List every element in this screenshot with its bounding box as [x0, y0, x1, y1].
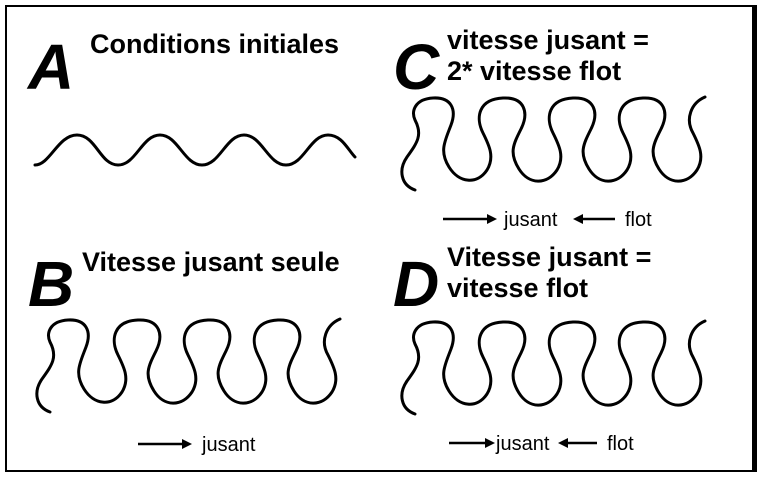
panel-b: B Vitesse jusant seule jusant — [20, 237, 390, 467]
panel-b-title: Vitesse jusant seule — [82, 247, 340, 278]
panel-d-title-line-2: vitesse flot — [447, 273, 589, 304]
panel-c-title-line-1: vitesse jusant = — [447, 25, 649, 55]
panel-c-left-arrow-icon — [573, 214, 583, 224]
panel-a-sine-wave — [33, 133, 357, 167]
figure-frame — [5, 5, 754, 472]
panel-c-title-line-2: 2* vitesse flot — [447, 56, 622, 87]
panel-b-wave — [35, 317, 342, 414]
panel-b-title-line-1: Vitesse jusant seule — [82, 247, 340, 277]
panel-a-wave — [33, 133, 357, 167]
panel-b-right-arrow-icon — [182, 439, 192, 449]
panel-d-left-arrow-icon — [558, 438, 568, 448]
panel-c-wave — [400, 95, 707, 192]
panel-d-title-line-1: Vitesse jusant = — [447, 242, 652, 272]
panel-c-title: vitesse jusant = 2* vitesse flot — [447, 25, 649, 87]
frame-right-border — [754, 5, 757, 472]
panel-a-title: Conditions initiales — [90, 29, 339, 60]
panel-a-title-line-1: Conditions initiales — [90, 29, 340, 59]
panel-d-arrows: jusant flot — [449, 433, 634, 455]
panel-d-wave — [400, 319, 707, 416]
panel-d-title: Vitesse jusant = vitesse flot — [447, 242, 651, 304]
panel-b-arrows: jusant — [138, 434, 256, 456]
panel-c: C vitesse jusant = 2* vitesse flot jusan… — [385, 15, 755, 245]
panel-b-meander-wave — [35, 317, 342, 414]
panel-b-letter: B — [28, 248, 75, 320]
panel-d-right-arrow-icon — [485, 438, 495, 448]
panel-d-meander-wave — [400, 319, 707, 416]
panel-b-arrow-label-jusant: jusant — [201, 434, 256, 456]
panel-c-arrow-label-flot: flot — [625, 209, 652, 231]
panel-d-arrow-label-flot: flot — [607, 433, 634, 455]
panel-c-right-arrow-icon — [487, 214, 497, 224]
panel-c-letter: C — [393, 31, 440, 103]
panel-a-letter: A — [28, 31, 75, 103]
panel-d-arrow-label-jusant: jusant — [495, 433, 550, 455]
panel-d: D Vitesse jusant = vitesse flot jusant f… — [385, 237, 755, 467]
panel-c-arrow-label-jusant: jusant — [503, 209, 558, 231]
panel-c-meander-wave — [400, 95, 707, 192]
panel-c-arrows: jusant flot — [443, 209, 652, 231]
panel-a: A Conditions initiales — [20, 15, 390, 245]
panel-d-letter: D — [393, 248, 440, 320]
